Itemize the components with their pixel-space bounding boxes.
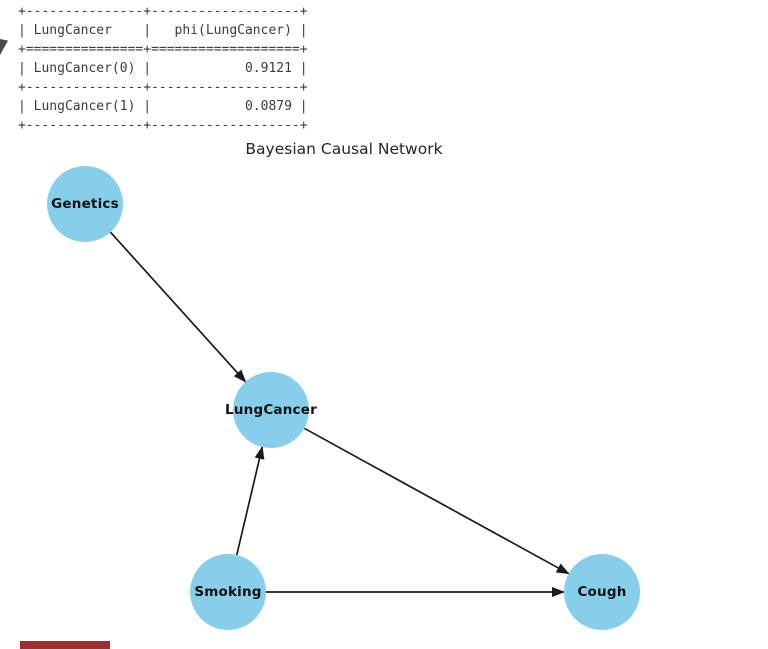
figure-title: Bayesian Causal Network: [245, 140, 443, 158]
node-cough: Cough: [564, 554, 640, 630]
node-lungcancer: LungCancer: [225, 372, 317, 448]
inference-output-table: +---------------+-------------------+ | …: [18, 4, 308, 133]
cursor-icon: [0, 39, 8, 55]
node-genetics: Genetics: [47, 166, 123, 242]
node-smoking: Smoking: [190, 554, 266, 630]
red-bar: [20, 641, 110, 649]
bayesian-network-figure: Bayesian Causal Network: [0, 130, 768, 649]
